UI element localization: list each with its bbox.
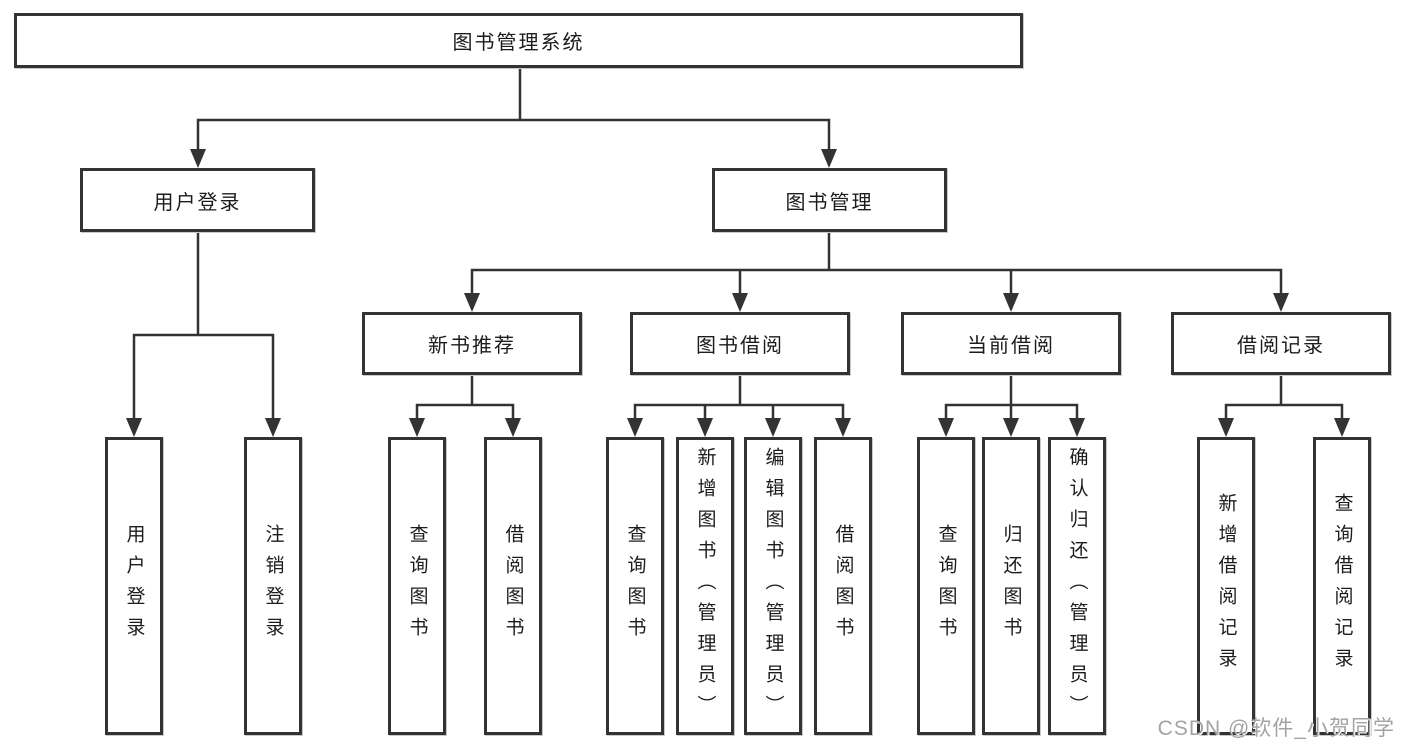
leaf-logout: 注销登录 — [244, 437, 302, 735]
leaf-current-query-books-label: 查询图书 — [935, 524, 957, 648]
leaf-current-confirm-return-admin: 确认归还（管理员） — [1048, 437, 1106, 735]
leaf-user-login-label: 用户登录 — [123, 524, 145, 648]
leaf-borrow-borrow-books-label: 借阅图书 — [832, 524, 854, 648]
node-new-book-recommend: 新书推荐 — [362, 312, 582, 375]
leaf-recommend-query-books-label: 查询图书 — [406, 524, 428, 648]
leaf-current-return-books: 归还图书 — [982, 437, 1040, 735]
connector-user-login-to-leaves — [132, 230, 275, 422]
connector-current-borrow-to-leaves — [944, 373, 1079, 422]
leaf-records-query-record: 查询借阅记录 — [1313, 437, 1371, 735]
leaf-current-query-books: 查询图书 — [917, 437, 975, 735]
node-user-login-label: 用户登录 — [153, 191, 242, 214]
connector-book-borrow-to-leaves — [633, 373, 845, 422]
leaf-borrow-edit-books-admin-label: 编辑图书（管理员） — [762, 446, 784, 726]
node-book-borrow: 图书借阅 — [630, 312, 850, 375]
leaf-borrow-add-books-admin: 新增图书（管理员） — [676, 437, 734, 735]
leaf-borrow-borrow-books: 借阅图书 — [814, 437, 872, 735]
leaf-logout-label: 注销登录 — [262, 524, 284, 648]
leaf-borrow-query-books-label: 查询图书 — [624, 524, 646, 648]
leaf-user-login: 用户登录 — [105, 437, 163, 735]
leaf-recommend-borrow-books-label: 借阅图书 — [502, 524, 524, 648]
node-book-borrow-label: 图书借阅 — [696, 335, 784, 357]
leaf-borrow-add-books-admin-label: 新增图书（管理员） — [694, 446, 716, 726]
leaf-recommend-borrow-books: 借阅图书 — [484, 437, 542, 735]
node-root-label: 图书管理系统 — [452, 32, 585, 54]
node-book-management: 图书管理 — [712, 168, 947, 232]
node-current-borrow: 当前借阅 — [901, 312, 1121, 375]
leaf-current-confirm-return-admin-label: 确认归还（管理员） — [1066, 446, 1088, 726]
leaf-records-add-record: 新增借阅记录 — [1197, 437, 1255, 735]
node-new-book-recommend-label: 新书推荐 — [428, 335, 516, 357]
node-current-borrow-label: 当前借阅 — [967, 335, 1055, 357]
leaf-records-query-record-label: 查询借阅记录 — [1331, 493, 1353, 679]
node-book-management-label: 图书管理 — [785, 191, 874, 214]
connector-new-book-to-leaves — [415, 373, 515, 422]
leaf-records-add-record-label: 新增借阅记录 — [1215, 493, 1237, 679]
node-borrow-records: 借阅记录 — [1171, 312, 1391, 375]
leaf-current-return-books-label: 归还图书 — [1000, 524, 1022, 648]
node-user-login: 用户登录 — [80, 168, 315, 232]
leaf-recommend-query-books: 查询图书 — [388, 437, 446, 735]
leaf-borrow-edit-books-admin: 编辑图书（管理员） — [744, 437, 802, 735]
connector-book-mgmt-to-level3 — [470, 230, 1283, 296]
connector-borrow-records-to-leaves — [1224, 373, 1344, 422]
node-root: 图书管理系统 — [14, 13, 1023, 68]
leaf-borrow-query-books: 查询图书 — [606, 437, 664, 735]
node-borrow-records-label: 借阅记录 — [1237, 335, 1325, 357]
connector-root-to-level2 — [196, 66, 831, 152]
csdn-watermark: CSDN @软件_小贺同学 — [1157, 717, 1395, 740]
